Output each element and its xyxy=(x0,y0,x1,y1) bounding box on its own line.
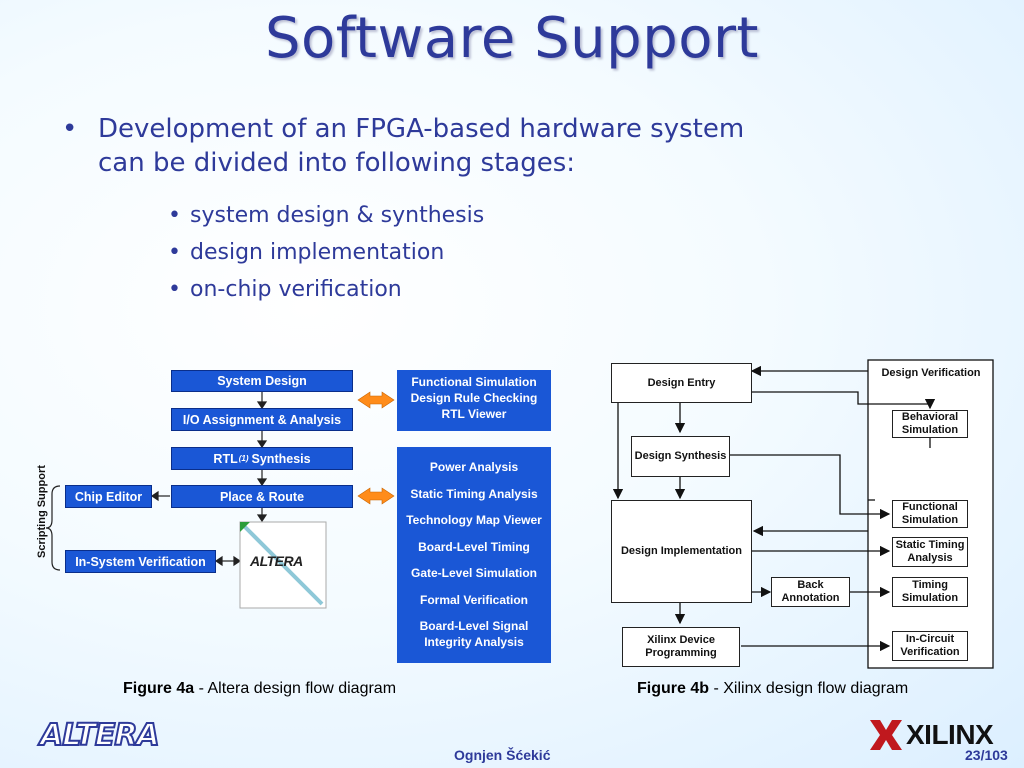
static-timing-item: Static Timing Analysis xyxy=(410,486,538,501)
bullet-dot: • xyxy=(168,203,181,228)
rtl-viewer-item: RTL Viewer xyxy=(441,407,507,421)
figure-4a-caption: Figure 4a - Altera design flow diagram xyxy=(123,680,396,698)
behavioral-simulation-box: Behavioral Simulation xyxy=(892,410,968,438)
in-system-verification-box: In-System Verification xyxy=(65,550,216,573)
bullet-dot: • xyxy=(168,240,181,265)
signal-integrity-item: Board-Level Signal Integrity Analysis xyxy=(419,619,529,649)
board-level-timing-item: Board-Level Timing xyxy=(418,539,530,554)
device-programming-box: Xilinx Device Programming xyxy=(622,627,740,667)
xilinx-x-icon xyxy=(870,720,902,750)
tech-map-viewer-item: Technology Map Viewer xyxy=(406,513,542,527)
figure-4a-label: Figure 4a xyxy=(123,680,195,697)
functional-simulation-item: Functional Simulation xyxy=(411,375,537,389)
caption-separator: - xyxy=(713,680,719,697)
sub-bullet-text: on-chip verification xyxy=(190,277,402,302)
chip-editor-box: Chip Editor xyxy=(65,485,152,508)
in-circuit-verification-box: In-Circuit Verification xyxy=(892,631,968,661)
altera-small-logo: ALTERA xyxy=(250,553,303,569)
design-implementation-box: Design Implementation xyxy=(611,500,752,603)
power-analysis-item: Power Analysis xyxy=(429,460,519,474)
slide-title: Software Support xyxy=(264,6,760,71)
sub-bullet-text: system design & synthesis xyxy=(190,203,485,228)
static-timing-box: Static Timing Analysis xyxy=(892,537,968,567)
figure-4b-text: Xilinx design flow diagram xyxy=(723,680,909,697)
sub-bullet-text: design implementation xyxy=(190,240,445,265)
back-annotation-box: Back Annotation xyxy=(771,577,850,607)
design-verification-title: Design Verification xyxy=(881,367,981,379)
io-assignment-box: I/O Assignment & Analysis xyxy=(171,408,353,431)
rtl-prefix: RTL xyxy=(213,451,238,466)
figure-4b-caption: Figure 4b - Xilinx design flow diagram xyxy=(637,680,908,698)
rtl-synthesis-box: RTL(1)Synthesis xyxy=(171,447,353,470)
design-entry-box: Design Entry xyxy=(611,363,752,403)
figure-4b-label: Figure 4b xyxy=(637,680,710,697)
altera-verification-bottom: Power Analysis Static Timing Analysis Te… xyxy=(397,447,551,663)
timing-simulation-box: Timing Simulation xyxy=(892,577,968,607)
main-bullet-text: Development of an FPGA-based hardware sy… xyxy=(98,114,745,178)
design-rule-checking-item: Design Rule Checking xyxy=(410,391,538,405)
rtl-suffix: Synthesis xyxy=(251,451,311,466)
rtl-footnote: (1) xyxy=(238,454,249,463)
formal-verification-item: Formal Verification xyxy=(419,592,529,607)
author-name: Ognjen Šćekić xyxy=(454,747,551,763)
figure-4a-text: Altera design flow diagram xyxy=(207,680,397,697)
functional-simulation-box: Functional Simulation xyxy=(892,500,968,528)
xilinx-logo: XILINX xyxy=(906,719,994,750)
design-synthesis-box: Design Synthesis xyxy=(631,436,730,477)
system-design-box: System Design xyxy=(171,370,353,392)
page-number: 23/103 xyxy=(965,747,1008,763)
bullet-dot: • xyxy=(62,114,78,144)
altera-logo: ALTERA xyxy=(39,717,161,754)
bullet-dot: • xyxy=(168,277,181,302)
caption-separator: - xyxy=(198,680,204,697)
gate-level-simulation-item: Gate-Level Simulation xyxy=(410,566,538,580)
place-route-box: Place & Route xyxy=(171,485,353,508)
altera-verification-top: Functional Simulation Design Rule Checki… xyxy=(397,370,551,431)
